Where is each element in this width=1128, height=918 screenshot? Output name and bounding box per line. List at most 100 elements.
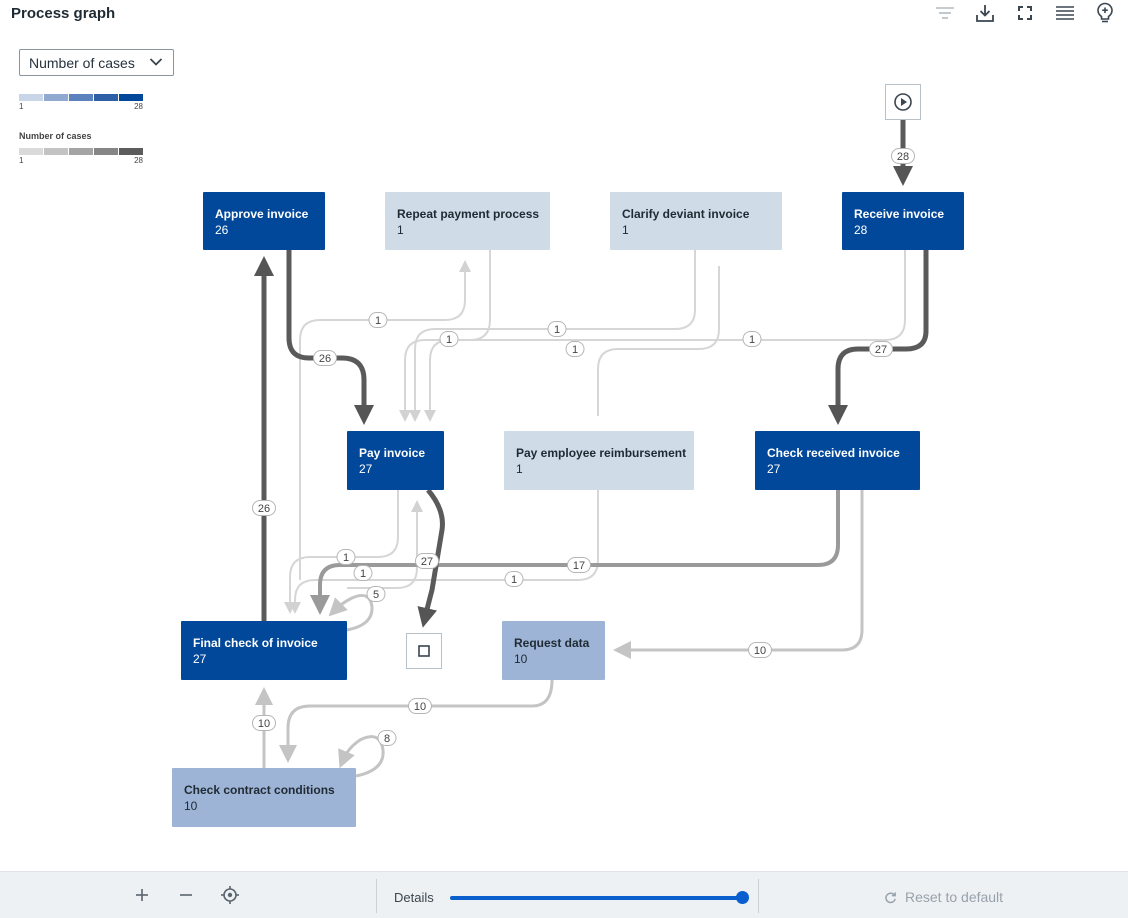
activity-label: Approve invoice bbox=[215, 207, 309, 221]
edge-label[interactable]: 26 bbox=[252, 500, 276, 516]
edge-label[interactable]: 1 bbox=[504, 571, 524, 587]
activity-legend: 1 28 bbox=[19, 94, 143, 111]
edge-label-text: 1 bbox=[749, 334, 755, 346]
activity-label: Check received invoice bbox=[767, 446, 900, 460]
edge-label[interactable]: 27 bbox=[415, 553, 439, 569]
graph-footer: Details Reset to default bbox=[0, 871, 1128, 918]
edge-label-text: 10 bbox=[754, 645, 766, 657]
details-slider-track[interactable] bbox=[450, 896, 742, 900]
legend-swatch bbox=[19, 148, 43, 155]
edge-label[interactable]: 1 bbox=[368, 312, 388, 328]
details-slider-thumb[interactable] bbox=[736, 891, 749, 904]
play-icon bbox=[894, 93, 912, 111]
activity-node-receive-invoice[interactable]: Receive invoice 28 bbox=[842, 192, 964, 250]
edge-final-self bbox=[328, 594, 374, 632]
legend-min: 1 bbox=[19, 102, 24, 111]
activity-count: 27 bbox=[359, 462, 373, 476]
legend-swatch bbox=[69, 94, 93, 101]
activity-label: Pay employee reimbursement bbox=[516, 446, 687, 460]
activity-node-check-received-invoice[interactable]: Check received invoice 27 bbox=[755, 431, 920, 490]
lightbulb-icon[interactable] bbox=[1094, 2, 1116, 24]
activity-label: Receive invoice bbox=[854, 207, 945, 221]
reset-to-default-button[interactable]: Reset to default bbox=[884, 889, 1003, 905]
legend-min: 1 bbox=[19, 156, 24, 165]
edge-label[interactable]: 17 bbox=[567, 557, 591, 573]
filter-icon[interactable] bbox=[934, 2, 956, 24]
recenter-icon[interactable] bbox=[218, 883, 242, 907]
start-node[interactable] bbox=[885, 84, 921, 120]
edge-label[interactable]: 1 bbox=[547, 321, 567, 337]
edge-label[interactable]: 1 bbox=[439, 331, 459, 347]
activity-node-final-check-of-invoice[interactable]: Final check of invoice 27 bbox=[181, 621, 347, 680]
list-icon[interactable] bbox=[1054, 2, 1076, 24]
end-node[interactable] bbox=[406, 633, 442, 669]
legend-max: 28 bbox=[134, 156, 143, 165]
edge-label-text: 1 bbox=[360, 568, 366, 580]
edge-label-text: 8 bbox=[384, 733, 390, 745]
edge-label[interactable]: 28 bbox=[891, 148, 915, 164]
metric-dropdown[interactable]: Number of cases bbox=[19, 49, 174, 76]
edge-final-pay bbox=[347, 500, 423, 589]
activity-node-request-data[interactable]: Request data 10 bbox=[502, 621, 605, 680]
download-icon[interactable] bbox=[974, 2, 996, 24]
edge-label[interactable]: 27 bbox=[869, 341, 893, 357]
activity-count: 10 bbox=[514, 652, 528, 666]
edge-label[interactable]: 1 bbox=[565, 341, 585, 357]
edge-receive-pay bbox=[424, 250, 906, 422]
edge-label-text: 26 bbox=[319, 353, 331, 365]
edge-label-text: 1 bbox=[554, 324, 560, 336]
edge-label[interactable]: 8 bbox=[377, 730, 397, 746]
legend-swatch bbox=[19, 94, 43, 101]
activity-node-clarify-deviant-invoice[interactable]: Clarify deviant invoice 1 bbox=[610, 192, 782, 250]
edge-label[interactable]: 1 bbox=[353, 565, 373, 581]
activity-count: 1 bbox=[397, 223, 404, 237]
edge-label-text: 28 bbox=[897, 151, 909, 163]
activity-count: 10 bbox=[184, 799, 198, 813]
edge-label-text: 5 bbox=[373, 589, 379, 601]
edge-label[interactable]: 26 bbox=[313, 350, 337, 366]
activity-node-pay-invoice[interactable]: Pay invoice 27 bbox=[347, 431, 444, 490]
edge-pay-clarify bbox=[597, 266, 720, 416]
edge-label[interactable]: 10 bbox=[408, 698, 432, 714]
metric-dropdown-value: Number of cases bbox=[29, 54, 135, 71]
edge-label-text: 1 bbox=[446, 334, 452, 346]
chevron-down-icon bbox=[149, 58, 163, 66]
edge-label[interactable]: 1 bbox=[742, 331, 762, 347]
activity-count: 26 bbox=[215, 223, 229, 237]
edge-label-text: 10 bbox=[258, 718, 270, 730]
zoom-in-icon[interactable] bbox=[130, 883, 154, 907]
details-label: Details bbox=[394, 890, 434, 905]
activity-label: Clarify deviant invoice bbox=[622, 207, 750, 221]
legend-swatch bbox=[94, 148, 118, 155]
edge-request-contract bbox=[279, 679, 554, 763]
edge-check-request bbox=[613, 490, 864, 659]
edge-label-text: 1 bbox=[375, 315, 381, 327]
activity-count: 1 bbox=[622, 223, 629, 237]
legend-swatch bbox=[119, 148, 143, 155]
activity-node-repeat-payment-process[interactable]: Repeat payment process 1 bbox=[385, 192, 550, 250]
zoom-out-icon[interactable] bbox=[174, 883, 198, 907]
activity-label: Request data bbox=[514, 636, 590, 650]
edge-label[interactable]: 10 bbox=[252, 715, 276, 731]
legend-swatch bbox=[44, 148, 68, 155]
toolbar bbox=[934, 2, 1116, 24]
activity-node-approve-invoice[interactable]: Approve invoice 26 bbox=[203, 192, 325, 250]
edge-label-text: 17 bbox=[573, 560, 585, 572]
legend-swatch bbox=[44, 94, 68, 101]
activity-label: Repeat payment process bbox=[397, 207, 540, 221]
activity-count: 28 bbox=[854, 223, 868, 237]
edge-label[interactable]: 5 bbox=[366, 586, 386, 602]
edge-legend: 1 28 bbox=[19, 148, 143, 165]
edge-contract-self bbox=[338, 735, 385, 778]
edge-employee-final bbox=[289, 490, 599, 614]
edge-label-text: 27 bbox=[421, 556, 433, 568]
activity-node-pay-employee-reimbursement[interactable]: Pay employee reimbursement 1 bbox=[504, 431, 694, 490]
legend-max: 28 bbox=[134, 102, 143, 111]
activity-node-check-contract-conditions[interactable]: Check contract conditions 10 bbox=[172, 768, 356, 827]
legend-swatch bbox=[119, 94, 143, 101]
footer-divider bbox=[758, 879, 759, 913]
fullscreen-icon[interactable] bbox=[1014, 2, 1036, 24]
edge-label[interactable]: 10 bbox=[748, 642, 772, 658]
edge-label[interactable]: 1 bbox=[336, 549, 356, 565]
